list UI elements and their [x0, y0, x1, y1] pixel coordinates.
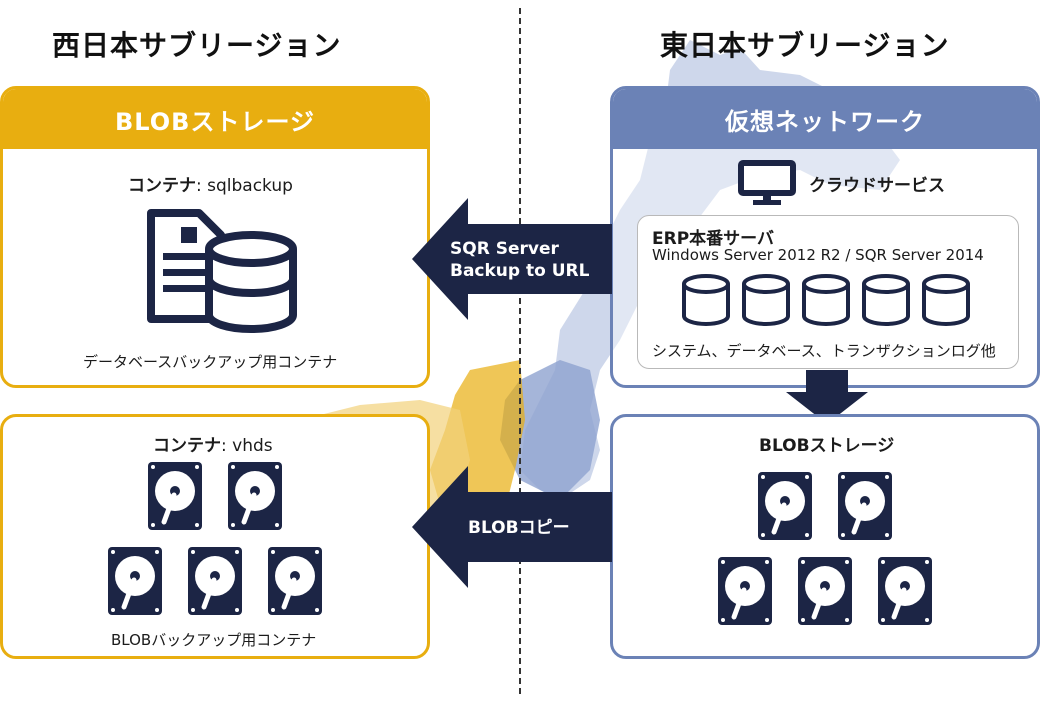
east-blob-storage-box: BLOBストレージ — [610, 414, 1040, 659]
down-arrow-icon — [786, 370, 868, 424]
monitor-icon — [738, 160, 796, 205]
blob-copy-arrow — [412, 466, 612, 588]
backup-label-line2: Backup to URL — [450, 261, 590, 281]
vhds-container-label: コンテナ: vhds — [153, 431, 273, 456]
sqlbackup-container-label: コンテナ: sqlbackup — [128, 171, 293, 196]
hard-disk-icon — [878, 557, 932, 625]
container-label: コンテナ — [128, 176, 196, 196]
container-name: : vhds — [221, 436, 273, 456]
database-icon — [742, 274, 790, 326]
hard-disk-icon — [148, 462, 202, 530]
vhds-caption: BLOBバックアップ用コンテナ — [111, 631, 317, 649]
database-icon — [802, 274, 850, 326]
virtual-network-header: 仮想ネットワーク — [613, 89, 1037, 149]
database-icon — [682, 274, 730, 326]
database-icon — [922, 274, 970, 326]
container-label: コンテナ — [153, 436, 221, 456]
backup-to-url-arrow — [412, 198, 612, 320]
hard-disk-icon — [718, 557, 772, 625]
hard-disk-icon — [268, 547, 322, 615]
blob-copy-label: BLOBコピー — [468, 518, 570, 538]
database-icon — [862, 274, 910, 326]
erp-server-caption: システム、データベース、トランザクションログ他 — [652, 342, 996, 360]
erp-server-title: ERP本番サーバ — [652, 229, 774, 249]
west-blob-storage-header: BLOBストレージ — [3, 89, 427, 149]
sqlbackup-caption: データベースバックアップ用コンテナ — [83, 353, 338, 371]
backup-label-line1: SQR Server — [450, 239, 559, 259]
hard-disk-icon — [838, 472, 892, 540]
container-name: : sqlbackup — [196, 176, 293, 196]
east-blob-storage-label: BLOBストレージ — [759, 436, 895, 456]
west-region-title: 西日本サブリージョン — [52, 29, 342, 62]
east-region-title: 東日本サブリージョン — [660, 29, 950, 62]
erp-database-icons — [682, 274, 970, 326]
hard-disk-icon — [108, 547, 162, 615]
erp-server-os: Windows Server 2012 R2 / SQR Server 2014 — [652, 246, 984, 264]
map-east-japan-region — [520, 40, 900, 500]
database-document-icon — [147, 209, 297, 333]
cloud-service-label: クラウドサービス — [809, 176, 945, 196]
hard-disk-icon — [228, 462, 282, 530]
west-blob-storage-box: BLOBストレージ コンテナ: sqlbackup データベースバックアップ用コ… — [0, 86, 430, 388]
hard-disk-icon — [188, 547, 242, 615]
backup-to-url-label: SQR Server Backup to URL — [450, 238, 589, 282]
hard-disk-icon — [798, 557, 852, 625]
hard-disk-icon — [758, 472, 812, 540]
map-kanto-region — [500, 360, 600, 500]
west-vhds-box: コンテナ: vhds BLOBバックアップ用コンテナ — [0, 414, 430, 659]
region-divider — [519, 8, 521, 694]
east-virtual-network-box: 仮想ネットワーク クラウドサービス ERP本番サーバ Windows Serve… — [610, 86, 1040, 388]
